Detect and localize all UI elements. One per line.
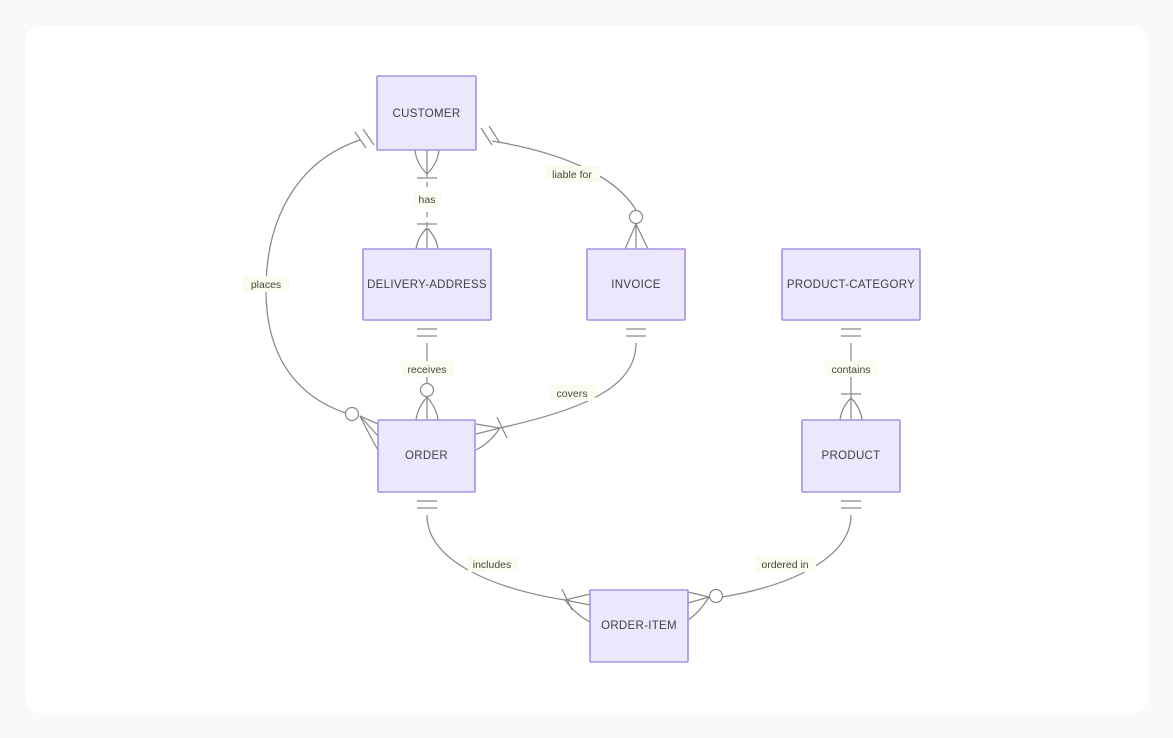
entity-customer[interactable]: CUSTOMER [376, 75, 477, 151]
cardinality-markers [344, 125, 863, 623]
entity-invoice[interactable]: INVOICE [586, 248, 686, 321]
cardinality-includes-order-item [561, 588, 591, 623]
entity-product[interactable]: PRODUCT [801, 419, 901, 493]
entity-label-product: PRODUCT [822, 450, 881, 462]
cardinality-includes-order [417, 500, 437, 509]
entity-label-product-category: PRODUCT-CATEGORY [787, 279, 915, 291]
relationship-labels: places has liable for receives covers co [243, 166, 877, 572]
relationship-label-text-has: has [419, 194, 436, 206]
relationship-label-text-covers: covers [557, 388, 588, 400]
relationship-label-liable-for[interactable]: liable for [545, 166, 600, 182]
entity-label-delivery-address: DELIVERY-ADDRESS [367, 279, 487, 291]
cardinality-liable-for-invoice [624, 209, 649, 250]
cardinality-ordered-in-order-item [687, 588, 724, 621]
cardinality-liable-for-customer [480, 125, 501, 146]
entity-label-invoice: INVOICE [611, 279, 660, 291]
entities: CUSTOMER DELIVERY-ADDRESS INVOICE PRODUC… [362, 75, 921, 663]
cardinality-covers-invoice [626, 328, 646, 337]
relationship-label-text-ordered-in: ordered in [761, 559, 808, 571]
relationship-line-covers[interactable] [499, 342, 637, 429]
relationship-label-text-contains: contains [831, 364, 870, 376]
entity-label-order: ORDER [405, 450, 448, 462]
relationship-label-covers[interactable]: covers [549, 385, 595, 401]
relationship-label-text-includes: includes [473, 559, 512, 571]
entity-label-order-item: ORDER-ITEM [601, 620, 677, 632]
entity-product-category[interactable]: PRODUCT-CATEGORY [781, 248, 921, 321]
relationship-label-includes[interactable]: includes [468, 556, 518, 572]
cardinality-has-customer [414, 149, 440, 179]
cardinality-contains-product [839, 393, 863, 421]
relationship-label-receives[interactable]: receives [401, 361, 454, 377]
relationship-label-text-liable-for: liable for [552, 169, 592, 181]
relationship-label-ordered-in[interactable]: ordered in [756, 556, 816, 572]
cardinality-covers-order [475, 416, 508, 451]
cardinality-places-order [344, 406, 379, 451]
relationship-lines [265, 139, 852, 601]
cardinality-receives-order [415, 382, 439, 421]
relationship-label-contains[interactable]: contains [825, 361, 877, 377]
cardinality-places-customer [354, 128, 375, 149]
entity-delivery-address[interactable]: DELIVERY-ADDRESS [362, 248, 492, 321]
entity-order[interactable]: ORDER [377, 419, 476, 493]
relationship-label-has[interactable]: has [413, 191, 441, 207]
entity-order-item[interactable]: ORDER-ITEM [589, 589, 689, 663]
diagram-canvas-card [25, 26, 1148, 713]
relationship-label-text-places: places [251, 279, 281, 291]
entity-label-customer: CUSTOMER [393, 108, 461, 120]
cardinality-has-delivery-address [415, 223, 439, 250]
cardinality-contains-product-category [841, 328, 861, 337]
relationship-label-places[interactable]: places [243, 276, 289, 292]
cardinality-ordered-in-product [841, 500, 861, 509]
relationship-line-includes[interactable] [426, 514, 566, 601]
cardinality-receives-delivery-address [417, 328, 437, 337]
relationship-label-text-receives: receives [407, 364, 446, 376]
